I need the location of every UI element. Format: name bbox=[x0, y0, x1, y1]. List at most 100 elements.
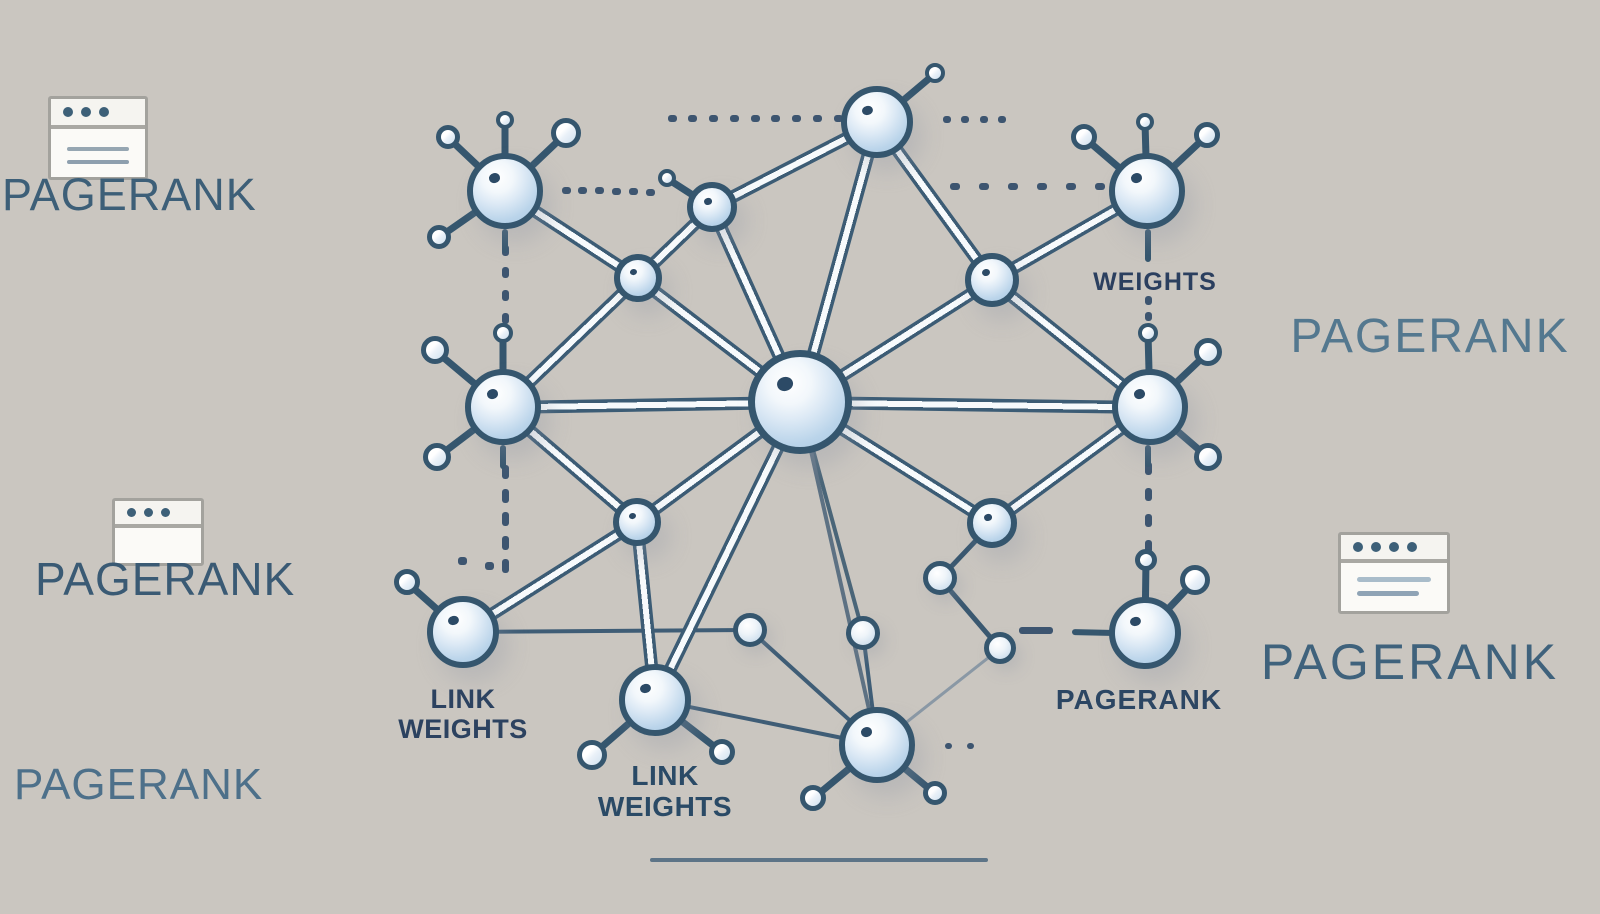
dotted-line-dot bbox=[1095, 182, 1105, 190]
node-pupil-dot bbox=[1129, 615, 1142, 628]
browser-titlebar-dot bbox=[127, 508, 136, 517]
node-pupil-dot bbox=[487, 172, 502, 185]
node-pupil-dot bbox=[1132, 388, 1147, 401]
page-node bbox=[467, 153, 543, 229]
link-weights-label-bottom: LINK WEIGHTS bbox=[597, 760, 733, 823]
page-node bbox=[465, 369, 541, 445]
node-pupil-dot bbox=[981, 268, 992, 278]
link-edge-thin bbox=[798, 401, 879, 746]
browser-content-line bbox=[67, 147, 129, 151]
browser-titlebar-dot bbox=[63, 107, 73, 117]
dotted-line-dot bbox=[1066, 182, 1076, 190]
dotted-line-dot bbox=[501, 535, 509, 550]
browser-titlebar-dot bbox=[1353, 542, 1363, 552]
page-node bbox=[1109, 153, 1185, 229]
satellite-node bbox=[577, 740, 607, 770]
browser-titlebar bbox=[1341, 535, 1447, 563]
satellite-node bbox=[394, 569, 420, 595]
link-edge bbox=[799, 395, 1151, 414]
browser-titlebar-dot bbox=[1407, 542, 1417, 552]
page-node bbox=[967, 498, 1017, 548]
dotted-line-dot bbox=[1037, 182, 1047, 190]
dotted-line-dot bbox=[944, 743, 952, 749]
satellite-node bbox=[923, 781, 947, 805]
connector-stub bbox=[502, 229, 508, 253]
node-pupil-dot bbox=[982, 512, 992, 521]
page-node bbox=[614, 254, 662, 302]
node-pupil-dot bbox=[485, 388, 500, 401]
node-pupil-dot bbox=[629, 268, 638, 277]
small-page-node bbox=[984, 632, 1016, 664]
satellite-node bbox=[551, 118, 581, 148]
dotted-line-dot bbox=[501, 488, 509, 503]
satellite-node bbox=[1194, 443, 1222, 471]
connector-stub bbox=[1071, 629, 1113, 636]
page-node bbox=[613, 498, 661, 546]
dotted-line-dot bbox=[1144, 295, 1152, 305]
dotted-line-dot bbox=[979, 115, 988, 123]
pagerank-label-lower-right: PAGERANK bbox=[1055, 684, 1223, 715]
satellite-node bbox=[1138, 323, 1158, 343]
connector-stub bbox=[1145, 445, 1151, 467]
satellite-node bbox=[1194, 338, 1222, 366]
satellite-node bbox=[436, 125, 460, 149]
dotted-line-dot bbox=[501, 289, 509, 301]
pagerank-label-bottom-right: PAGERANK bbox=[1260, 634, 1560, 690]
browser-content-line bbox=[1357, 577, 1431, 582]
pagerank-label-left-mid: PAGERANK bbox=[35, 553, 296, 605]
bottom-underline bbox=[650, 858, 988, 862]
page-node bbox=[619, 664, 691, 736]
page-node bbox=[748, 350, 852, 454]
dotted-line-dot bbox=[750, 114, 760, 122]
node-pupil-dot bbox=[702, 196, 712, 205]
connector-stub bbox=[1145, 229, 1151, 262]
satellite-node bbox=[421, 336, 449, 364]
dotted-line-dot bbox=[484, 562, 494, 570]
satellite-node bbox=[709, 739, 735, 765]
pagerank-label-right: PAGERANK bbox=[1290, 310, 1570, 363]
connector-stub bbox=[500, 445, 506, 469]
dotted-line-dot bbox=[1144, 461, 1152, 475]
browser-content-line bbox=[67, 160, 129, 164]
node-pupil-dot bbox=[628, 512, 637, 521]
browser-titlebar-dot bbox=[161, 508, 170, 517]
browser-window-icon bbox=[112, 498, 204, 566]
browser-titlebar-dot bbox=[144, 508, 153, 517]
satellite-node bbox=[658, 169, 676, 187]
page-node bbox=[965, 253, 1019, 307]
page-node bbox=[687, 182, 737, 232]
browser-titlebar bbox=[51, 99, 145, 129]
satellite-node bbox=[800, 785, 826, 811]
node-pupil-dot bbox=[639, 682, 652, 695]
dotted-line-dot bbox=[998, 115, 1006, 123]
small-page-node bbox=[846, 616, 880, 650]
dotted-line-dot bbox=[578, 186, 588, 194]
satellite-node bbox=[1071, 124, 1097, 150]
node-pupil-dot bbox=[775, 375, 794, 392]
dotted-line-dot bbox=[943, 115, 951, 123]
dotted-line-dot bbox=[961, 115, 970, 123]
dotted-line-dot bbox=[457, 557, 467, 565]
browser-titlebar-dot bbox=[1389, 542, 1399, 552]
browser-titlebar-dot bbox=[99, 107, 109, 117]
node-pupil-dot bbox=[861, 104, 874, 117]
page-node bbox=[1109, 597, 1181, 669]
satellite-node bbox=[925, 63, 945, 83]
dotted-line-dot bbox=[501, 559, 509, 573]
satellite-node bbox=[1136, 113, 1154, 131]
weights-label: WEIGHTS bbox=[1093, 268, 1217, 296]
dotted-line-dot bbox=[611, 187, 621, 195]
browser-titlebar bbox=[115, 501, 201, 528]
satellite-node bbox=[1194, 122, 1220, 148]
dotted-line-dot bbox=[833, 114, 843, 122]
dotted-line-dot bbox=[771, 114, 781, 122]
satellite-node bbox=[493, 323, 513, 343]
browser-titlebar-dot bbox=[81, 107, 91, 117]
dotted-line-dot bbox=[501, 465, 509, 479]
satellite-node bbox=[496, 111, 514, 129]
satellite-node bbox=[1180, 565, 1210, 595]
small-page-node bbox=[733, 613, 767, 647]
page-node bbox=[839, 707, 915, 783]
dotted-line-dot bbox=[1144, 539, 1152, 553]
dotted-line-dot bbox=[628, 188, 638, 196]
